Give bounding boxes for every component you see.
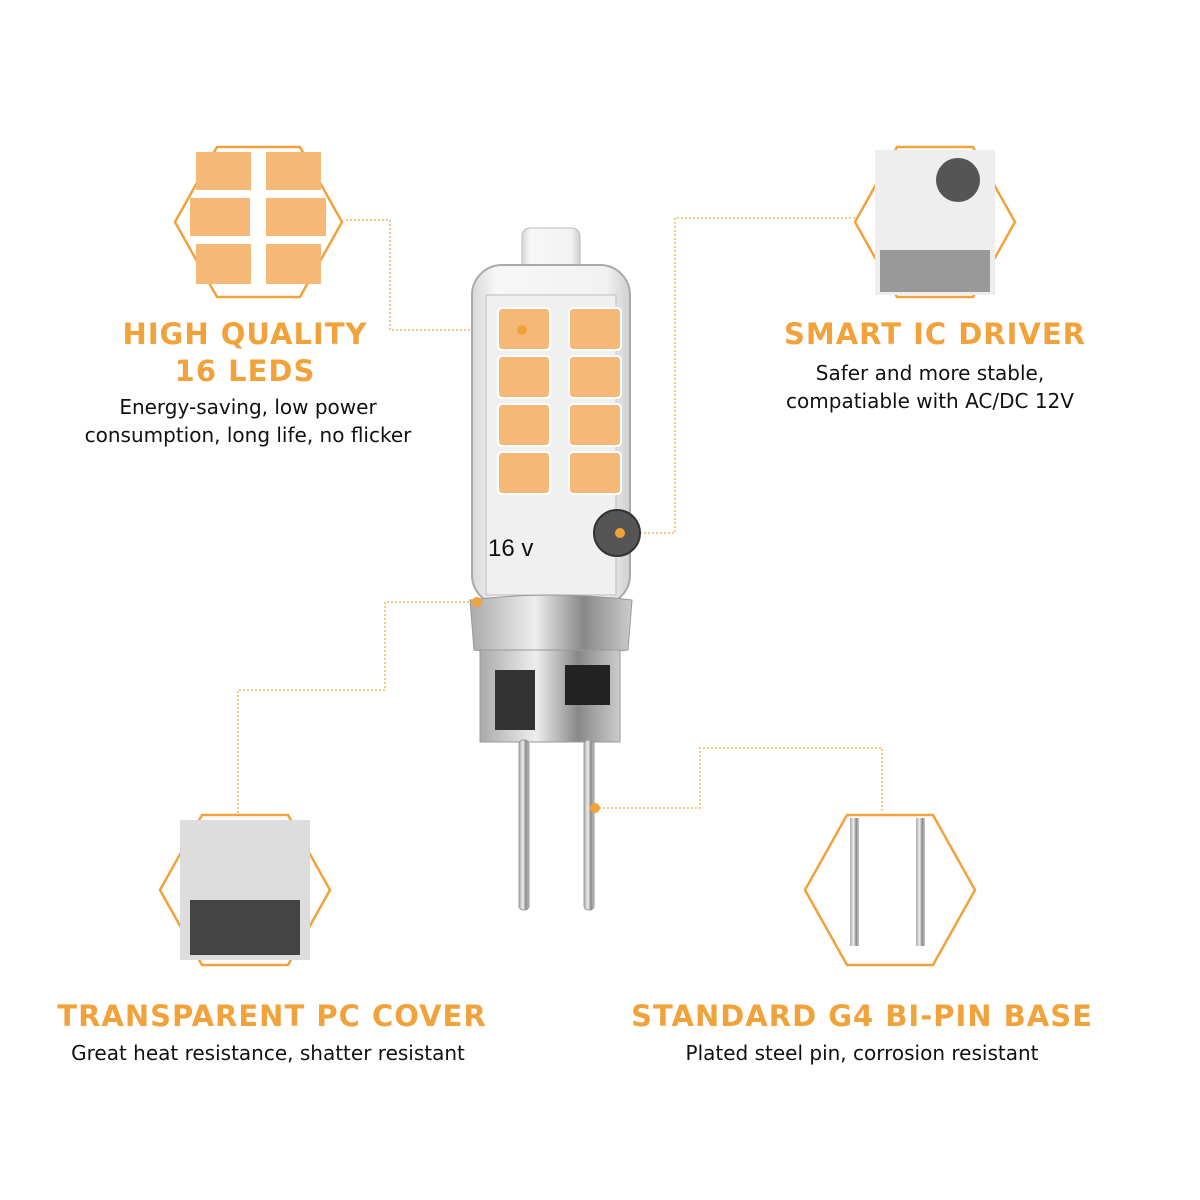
- g4-bulb: [469, 227, 641, 911]
- title-line: 16 LEDS: [174, 354, 316, 388]
- feature-title-cover: TRANSPARENT PC COVER: [57, 998, 486, 1035]
- desc-line: Great heat resistance, shatter resistant: [71, 1041, 465, 1065]
- feature-title-driver: SMART IC DRIVER: [784, 316, 1086, 353]
- feature-desc-leds: Energy-saving, low power consumption, lo…: [85, 393, 412, 449]
- title-line: SMART IC DRIVER: [783, 317, 1087, 351]
- hexagon-pin-closeup: [803, 813, 977, 967]
- desc-line: Energy-saving, low power: [119, 395, 377, 419]
- feature-desc-base: Plated steel pin, corrosion resistant: [686, 1039, 1039, 1067]
- bulb-voltage-print: 16 v: [488, 535, 533, 562]
- desc-line: Safer and more stable,: [815, 361, 1045, 385]
- feature-title-base: STANDARD G4 BI-PIN BASE: [631, 998, 1093, 1035]
- title-line: HIGH QUALITY: [122, 317, 368, 351]
- hexagon-cover-closeup: [158, 813, 332, 967]
- hexagon-ic-closeup: [853, 145, 1017, 299]
- feature-title-leds: HIGH QUALITY 16 LEDS: [122, 316, 367, 390]
- title-line: TRANSPARENT PC COVER: [57, 999, 487, 1033]
- desc-line: Plated steel pin, corrosion resistant: [685, 1041, 1039, 1065]
- title-line: STANDARD G4 BI-PIN BASE: [631, 999, 1093, 1033]
- desc-line: compatiable with AC/DC 12V: [786, 389, 1074, 413]
- feature-desc-cover: Great heat resistance, shatter resistant: [71, 1039, 465, 1067]
- desc-line: consumption, long life, no flicker: [84, 423, 412, 447]
- feature-desc-driver: Safer and more stable, compatiable with …: [786, 359, 1074, 415]
- hexagon-led-closeup: [173, 145, 344, 299]
- callout-lines: [237, 217, 883, 815]
